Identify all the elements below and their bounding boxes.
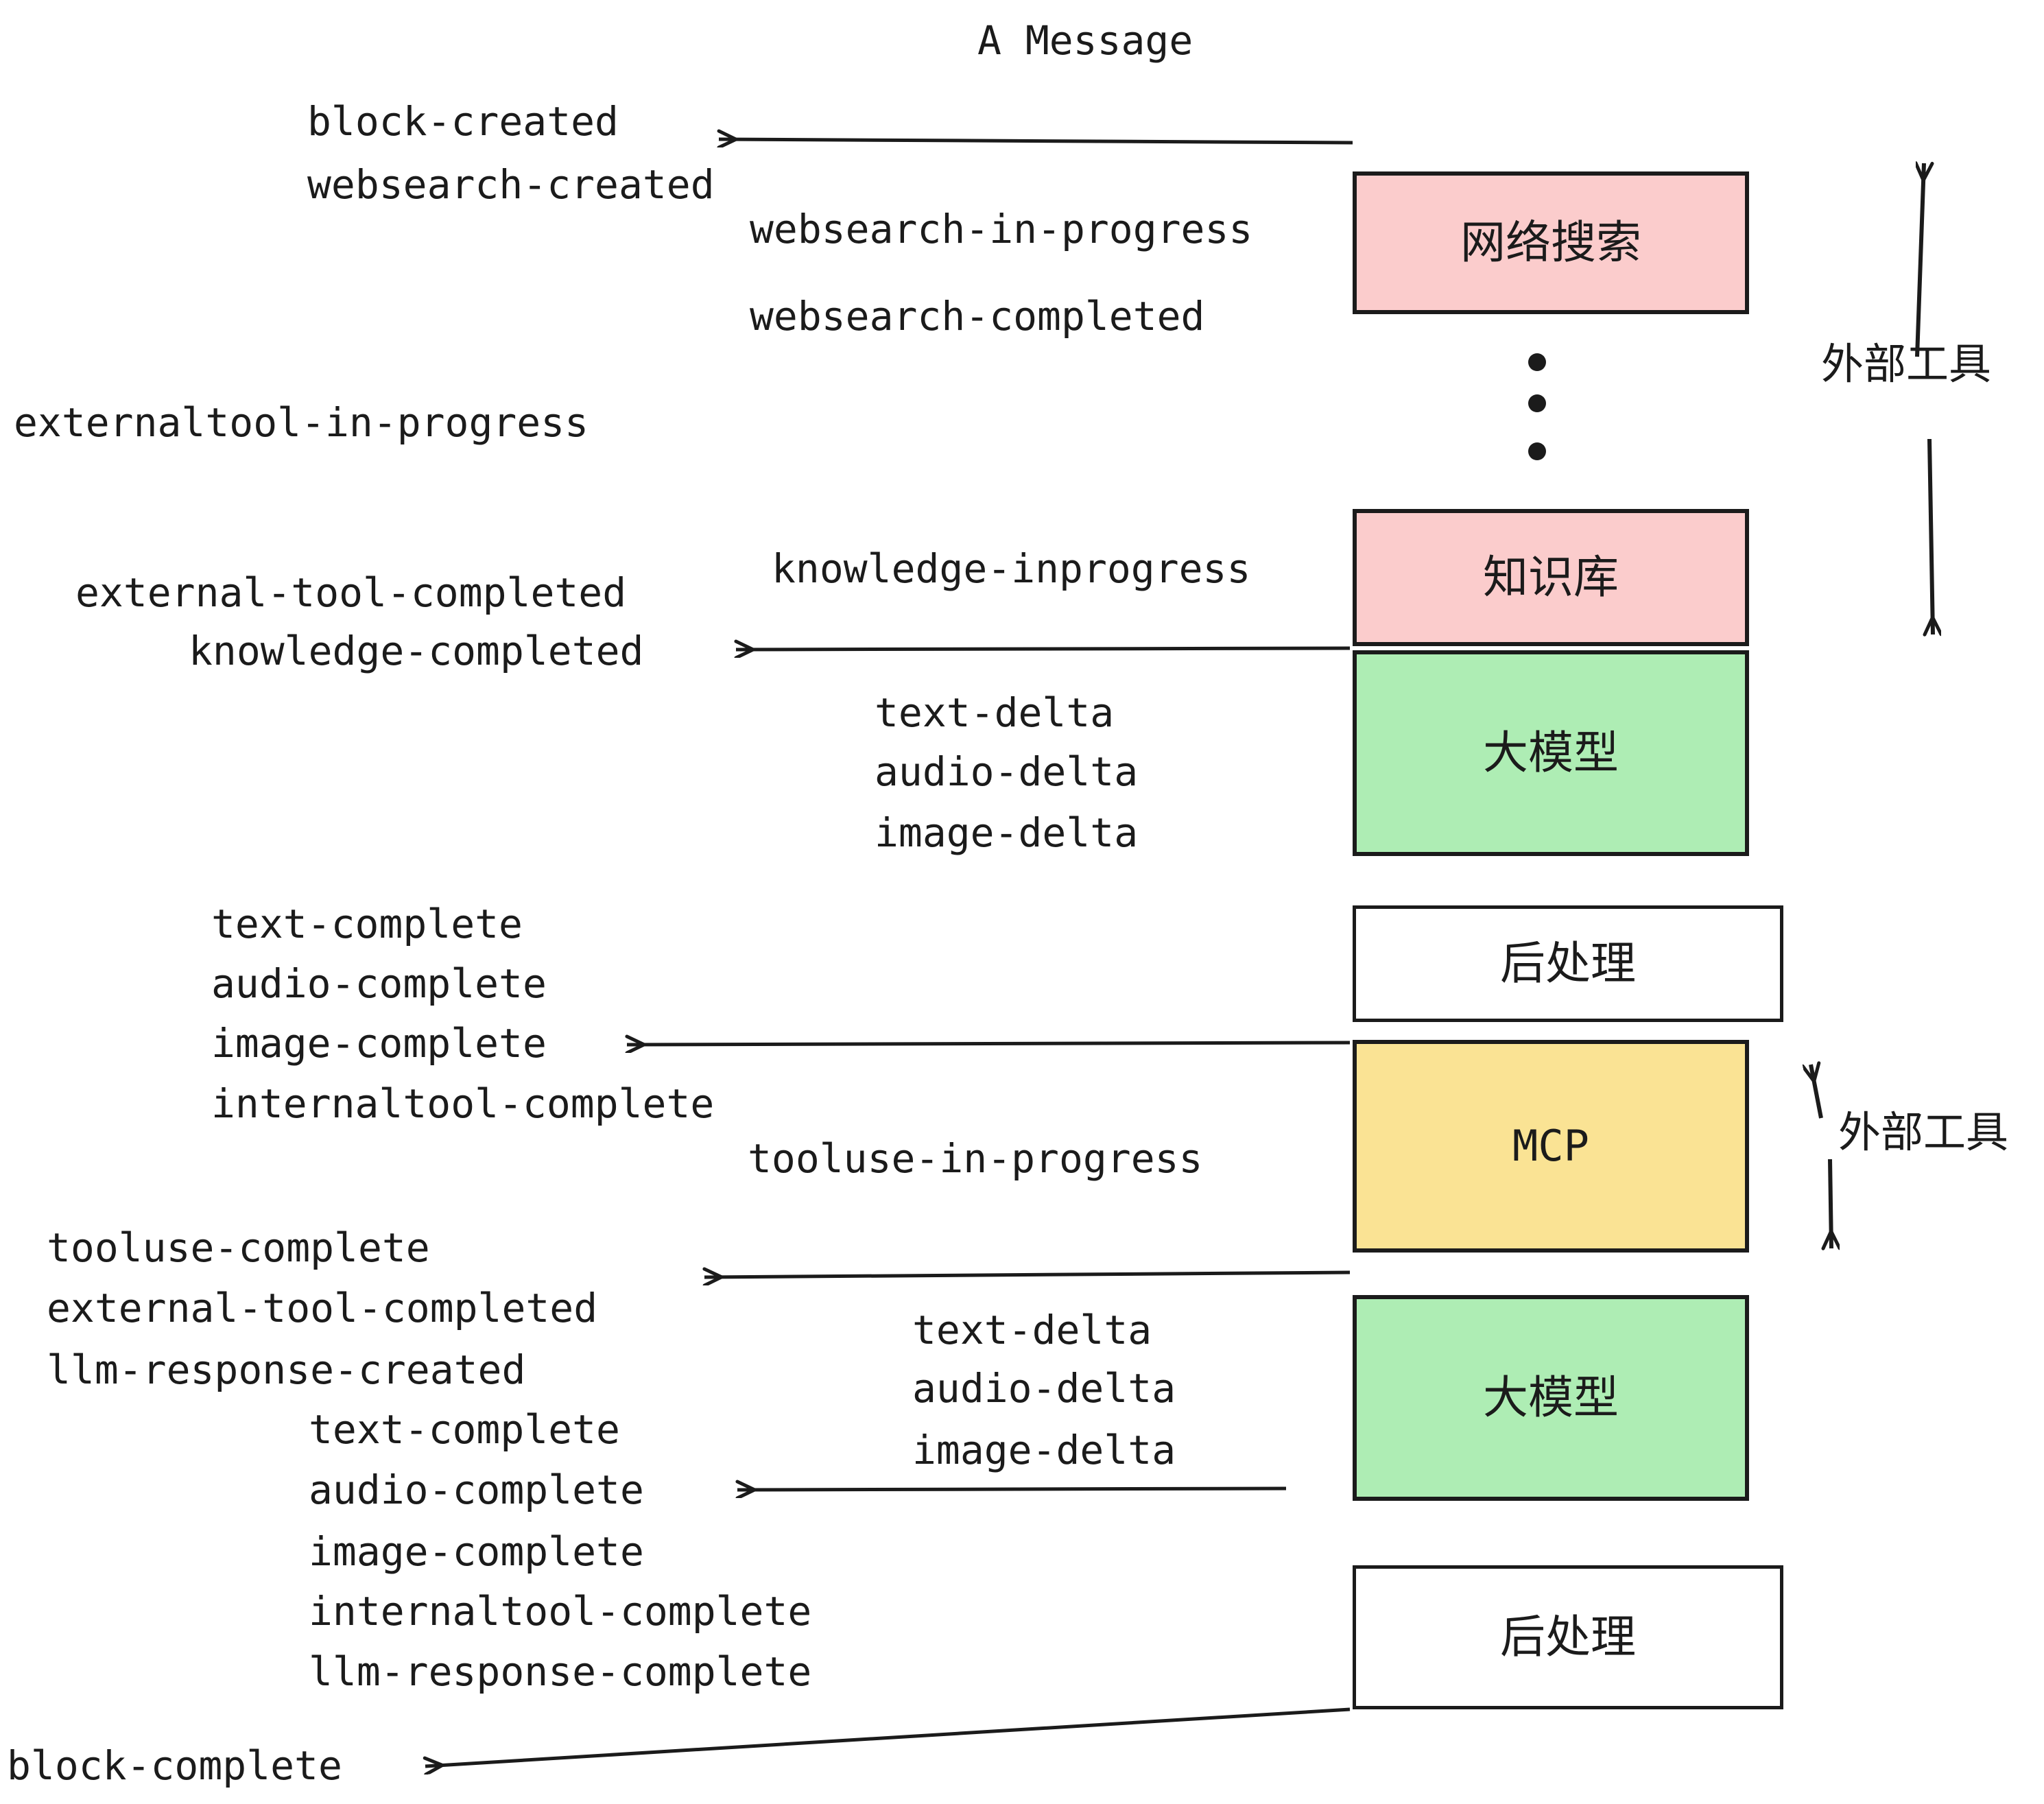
- event-audio-delta-2: audio-delta: [912, 1365, 1176, 1412]
- ellipsis-dot-2: [1528, 394, 1546, 412]
- node-post-lower: 后处理: [1353, 1565, 1783, 1709]
- event-image-complete-1: image-complete: [211, 1020, 547, 1067]
- arrow-knowledge-to-completed: [736, 648, 1351, 650]
- event-external-tool-completed-2: external-tool-completed: [47, 1285, 598, 1331]
- node-websearch: 网络搜索: [1353, 171, 1749, 314]
- node-llm-upper: 大模型: [1353, 650, 1749, 856]
- event-websearch-created: websearch-created: [307, 161, 715, 208]
- event-text-delta-1: text-delta: [875, 689, 1115, 736]
- arrow-llm-lower-to-audio-complete: [737, 1488, 1287, 1490]
- external-tool-label-upper: 外部工具: [1821, 339, 1992, 389]
- external-tool-label-lower: 外部工具: [1838, 1107, 2009, 1157]
- event-image-delta-2: image-delta: [912, 1427, 1176, 1473]
- arrow-external-tool-lower-down: [1830, 1159, 1831, 1248]
- event-image-delta-1: image-delta: [875, 809, 1139, 856]
- node-post-upper: 后处理: [1353, 905, 1783, 1022]
- event-internaltool-complete-1: internaltool-complete: [211, 1080, 715, 1127]
- event-text-complete-1: text-complete: [211, 901, 523, 947]
- event-externaltool-in-progress: externaltool-in-progress: [14, 399, 589, 446]
- event-text-complete-2: text-complete: [309, 1406, 620, 1453]
- event-knowledge-completed: knowledge-completed: [189, 628, 644, 674]
- event-tooluse-complete: tooluse-complete: [47, 1224, 430, 1271]
- node-websearch-label: 网络搜索: [1460, 216, 1641, 269]
- node-mcp-label: MCP: [1512, 1121, 1589, 1171]
- node-post-lower-label: 后处理: [1500, 1611, 1636, 1663]
- event-websearch-in-progress: websearch-in-progress: [750, 206, 1253, 252]
- node-llm-lower: 大模型: [1353, 1295, 1749, 1501]
- arrow-external-tool-upper-down: [1929, 438, 1933, 634]
- event-audio-complete-2: audio-complete: [309, 1467, 644, 1513]
- event-external-tool-completed-1: external-tool-completed: [75, 569, 627, 616]
- event-block-complete: block-complete: [7, 1742, 342, 1789]
- event-websearch-completed: websearch-completed: [750, 293, 1205, 340]
- event-tooluse-in-progress: tooluse-in-progress: [748, 1135, 1203, 1182]
- event-image-complete-2: image-complete: [309, 1528, 644, 1575]
- event-llm-response-complete: llm-response-complete: [309, 1648, 812, 1695]
- arrow-mcp-to-tooluse-complete: [704, 1272, 1351, 1277]
- node-knowledge: 知识库: [1353, 509, 1749, 646]
- event-text-delta-2: text-delta: [912, 1307, 1152, 1353]
- node-post-upper-label: 后处理: [1500, 937, 1636, 990]
- arrow-post-lower-to-block-complete: [425, 1707, 1351, 1766]
- diagram-title: A Message: [977, 17, 1193, 64]
- event-audio-delta-1: audio-delta: [875, 748, 1139, 795]
- node-knowledge-label: 知识库: [1483, 551, 1619, 604]
- ellipsis-dot-3: [1528, 442, 1546, 460]
- node-llm-upper-label: 大模型: [1483, 726, 1619, 779]
- arrow-websearch-to-block-created: [719, 139, 1353, 143]
- arrow-external-tool-upper-up: [1915, 163, 1924, 357]
- event-llm-response-created: llm-response-created: [47, 1346, 526, 1393]
- arrow-external-tool-lower-up: [1811, 1065, 1823, 1119]
- node-llm-lower-label: 大模型: [1483, 1371, 1619, 1424]
- event-block-created: block-created: [307, 98, 619, 145]
- event-internaltool-complete-2: internaltool-complete: [309, 1588, 812, 1635]
- event-knowledge-inprogress: knowledge-inprogress: [772, 545, 1251, 592]
- ellipsis-dot-1: [1528, 353, 1546, 371]
- node-mcp: MCP: [1353, 1040, 1749, 1253]
- event-audio-complete-1: audio-complete: [211, 960, 547, 1007]
- arrow-llm-upper-to-image-complete: [627, 1043, 1351, 1045]
